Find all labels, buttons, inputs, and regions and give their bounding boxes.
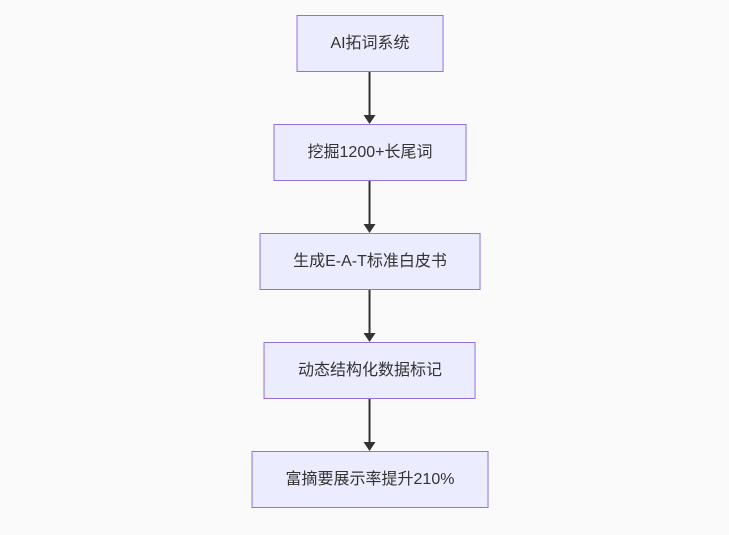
- flow-arrow: [364, 181, 376, 233]
- arrow-down-icon: [364, 224, 376, 233]
- flow-arrow: [364, 290, 376, 342]
- flow-node-structured-data-markup: 动态结构化数据标记: [263, 342, 476, 399]
- arrow-line: [369, 72, 371, 116]
- arrow-line: [369, 290, 371, 334]
- flowchart: AI拓词系统 挖掘1200+长尾词 生成E-A-T标准白皮书 动态结构化数据标记…: [251, 15, 489, 508]
- flow-node-longtail-mining: 挖掘1200+长尾词: [273, 124, 467, 181]
- arrow-down-icon: [364, 115, 376, 124]
- flow-arrow: [364, 399, 376, 451]
- arrow-line: [369, 181, 371, 225]
- arrow-down-icon: [364, 442, 376, 451]
- arrow-down-icon: [364, 333, 376, 342]
- arrow-line: [369, 399, 371, 443]
- flow-node-ai-word-system: AI拓词系统: [296, 15, 444, 72]
- flow-node-eat-whitepaper: 生成E-A-T标准白皮书: [259, 233, 481, 290]
- flow-node-rich-snippet-result: 富摘要展示率提升210%: [251, 451, 489, 508]
- flow-arrow: [364, 72, 376, 124]
